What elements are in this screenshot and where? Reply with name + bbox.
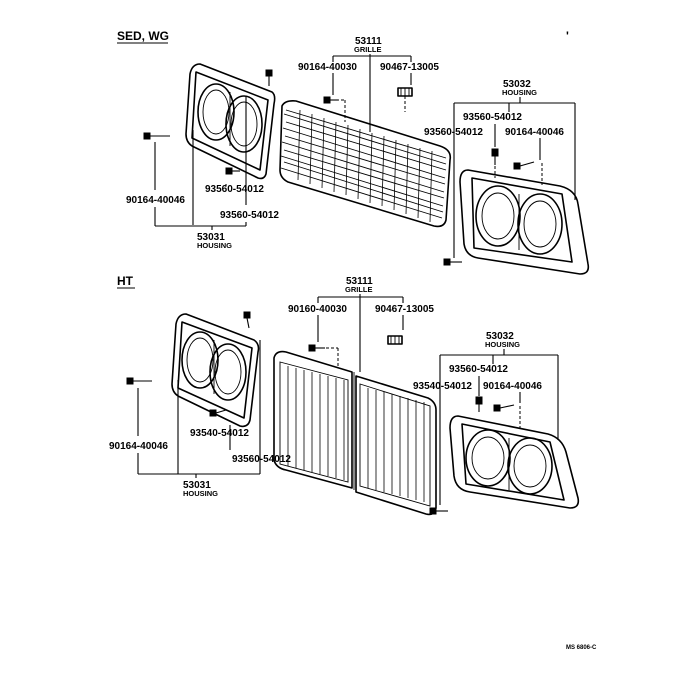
lh-bolt-label: 90164-40046 <box>126 195 185 206</box>
bolt-icon <box>126 377 152 385</box>
grille-drawing <box>279 100 452 228</box>
rh-housing-drawing <box>449 415 580 509</box>
lh-housing-part-number: 53031 <box>197 232 225 243</box>
rh-bolt-label: 90164-40046 <box>483 381 542 392</box>
grille-label: GRILLE <box>345 285 373 294</box>
figure-code: MS 6806-C <box>566 645 597 651</box>
lh-bolt-label: 90164-40046 <box>109 441 168 452</box>
rh-housing-drawing <box>459 169 590 275</box>
rh-screw-2-label: 93540-54012 <box>413 381 472 392</box>
bolt-icon <box>443 258 462 266</box>
grille-part-number: 53111 <box>355 36 382 47</box>
lh-screw-1-label: 93560-54012 <box>205 184 264 195</box>
section-title-sed-wg: SED, WG <box>117 29 169 43</box>
screw-icon <box>225 167 240 175</box>
screw-icon <box>265 69 273 86</box>
grille-bolt-label: 90164-40030 <box>298 62 357 73</box>
rh-housing-label: HOUSING <box>485 340 520 349</box>
grille-clip-label: 90467-13005 <box>375 304 434 315</box>
section-title-ht: HT <box>117 274 134 288</box>
bolt-icon <box>429 507 448 515</box>
grille-bolt-label: 90160-40030 <box>288 304 347 315</box>
bolt-icon <box>323 96 338 104</box>
lh-screw-1-label: 93540-54012 <box>190 428 249 439</box>
rh-screw-2-label: 93560-54012 <box>424 127 483 138</box>
bolt-icon <box>143 132 170 140</box>
rh-bolt-label: 90164-40046 <box>505 127 564 138</box>
bolt-icon <box>493 404 515 412</box>
rh-housing-part-number: 53032 <box>486 331 514 342</box>
lh-housing-label: HOUSING <box>197 241 232 250</box>
clip-icon <box>387 335 403 345</box>
svg-text:': ' <box>566 29 569 43</box>
lh-screw-2-label: 93560-54012 <box>232 454 291 465</box>
lh-housing-drawing <box>185 63 276 180</box>
bolt-icon <box>308 344 325 352</box>
bolt-icon <box>513 161 535 170</box>
lh-screw-2-label: 93560-54012 <box>220 210 279 221</box>
screw-icon <box>243 311 251 329</box>
clip-icon <box>397 87 413 97</box>
lh-housing-drawing <box>171 313 260 428</box>
rh-screw-1-label: 93560-54012 <box>463 112 522 123</box>
rh-housing-label: HOUSING <box>502 88 537 97</box>
section-sed-wg: SED, WG ' 53111 GRILLE 90164-40030 90467… <box>117 29 590 275</box>
screw-icon <box>475 396 483 412</box>
lh-housing-part-number: 53031 <box>183 480 211 491</box>
rh-screw-1-label: 93560-54012 <box>449 364 508 375</box>
grille-clip-label: 90467-13005 <box>380 62 439 73</box>
screw-icon <box>209 409 227 417</box>
section-ht: HT 53111 GRILLE 90160-40030 90467-13005 <box>109 274 580 516</box>
grille-label: GRILLE <box>354 45 382 54</box>
rh-housing-part-number: 53032 <box>503 79 531 90</box>
screw-icon <box>491 148 499 165</box>
lh-housing-label: HOUSING <box>183 489 218 498</box>
grille-drawing <box>273 350 437 516</box>
grille-part-number: 53111 <box>346 276 373 287</box>
